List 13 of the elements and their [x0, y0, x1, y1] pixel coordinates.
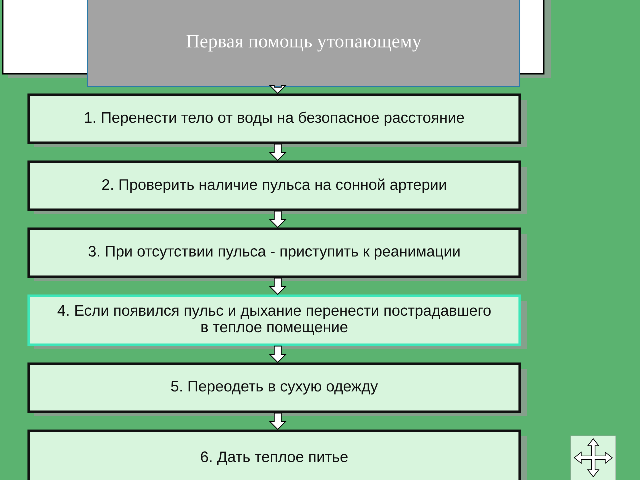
step-box: 2. Проверить наличие пульса на сонной артерии [28, 160, 527, 214]
arrow [269, 346, 287, 364]
arrow [269, 144, 287, 162]
arrow [269, 278, 287, 296]
step-box: 5. Переодеть в сухую одежду [28, 362, 527, 416]
step-box: 4. Если появился пульс и дыхание перенести пострадавшего в теплое помещение [28, 294, 527, 349]
arrow [269, 85, 287, 94]
arrow [269, 412, 287, 430]
step-box: 1. Перенести тело от воды на безопасное расстояние [28, 94, 527, 147]
step-box: 3. При отсутствии пульса - приступить к реанимации [28, 228, 527, 281]
title-box: Первая помощь утопающему [88, 0, 520, 88]
arrow [269, 210, 287, 228]
step-box: 6. Дать теплое питье [28, 430, 527, 480]
